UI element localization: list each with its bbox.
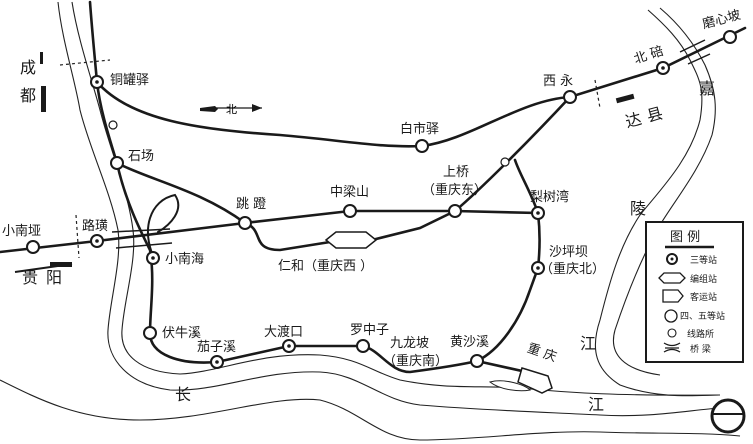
station-jiulongpo-alias: （重庆南）	[383, 353, 448, 369]
station-baishiyi: 白市驿	[400, 121, 439, 137]
station-xiyong: 西 永	[543, 74, 573, 89]
chengdu-label-1: 成	[20, 58, 36, 77]
station-dot	[536, 211, 540, 215]
minor-stations	[26, 30, 737, 368]
chongqing-passenger-station	[517, 367, 553, 394]
station-dot	[95, 80, 99, 84]
tunnel-icon	[710, 398, 746, 434]
renhe-marshalling-yard	[324, 231, 378, 249]
station-dot	[536, 266, 540, 270]
boundary-lines	[59, 59, 601, 259]
station-dot	[287, 344, 291, 348]
legend-passenger-icon	[662, 289, 684, 303]
legend-item-1: 编组站	[690, 273, 717, 285]
station-zhongliangshan: 中梁山	[330, 185, 369, 200]
station-xiaonanhai: 小南海	[165, 251, 204, 267]
north-label: 北	[226, 103, 237, 116]
legend: 图 例 三等站 编组站 客运站 四、五等站 线路所 桥 梁	[645, 221, 744, 363]
legend-item-4: 线路所	[687, 328, 714, 340]
station-tiaodeng: 跳 蹬	[236, 197, 266, 212]
station-dadukou: 大渡口	[264, 324, 303, 340]
station-lishuwan: 梨树湾	[530, 189, 569, 205]
station-dot	[215, 360, 219, 364]
legend-minor-station-icon	[664, 309, 678, 323]
station-dot	[95, 239, 99, 243]
station-chongqing: 重 庆	[525, 340, 559, 365]
legend-item-3: 四、五等站	[680, 310, 725, 322]
station-shichang: 石场	[128, 149, 154, 164]
station-shangqiao: 上桥	[443, 165, 469, 180]
station-qiezixi: 茄子溪	[197, 340, 236, 355]
third-class-stations	[90, 61, 670, 369]
changjiang-label-1: 长	[175, 385, 191, 404]
station-renhe: 仁和（重庆西 ）	[278, 258, 373, 274]
station-dot	[661, 66, 665, 70]
station-funiuxi: 伏牛溪	[162, 326, 201, 341]
bridges	[111, 39, 711, 249]
jialing-label-2: 陵	[630, 199, 646, 218]
station-shangqiao-alias: （重庆东）	[422, 182, 487, 198]
legend-item-5: 桥 梁	[690, 343, 711, 355]
jialing-river	[594, 7, 721, 397]
station-luhuang: 路璜	[82, 218, 108, 234]
island	[488, 380, 532, 392]
station-dot	[151, 256, 155, 260]
yangtze-river	[0, 1, 741, 441]
jialing-label-1: 嘉	[699, 79, 715, 98]
legend-marshalling-icon	[658, 272, 686, 284]
legend-item-0: 三等站	[690, 254, 717, 266]
jialing-label-3: 江	[580, 334, 596, 353]
chengdu-label-2: 都	[20, 86, 36, 105]
changjiang-label-2: 江	[588, 395, 604, 414]
guiyang-label: 贵阳	[22, 268, 70, 287]
legend-junction-icon	[667, 328, 677, 338]
station-shapingba-alias: （重庆北）	[540, 261, 605, 277]
daxian-label: 达县	[623, 102, 670, 132]
direction-markers	[14, 52, 635, 273]
station-shapingba: 沙坪坝	[549, 245, 588, 260]
legend-item-2: 客运站	[690, 291, 717, 303]
station-jiulongpo: 九龙坡	[390, 336, 429, 351]
station-luozhongzi: 罗中子	[350, 323, 389, 338]
legend-bridge-icon	[663, 342, 681, 353]
north-arrow-icon: 北	[200, 103, 262, 116]
station-tongguanyi: 铜罐驿	[110, 73, 149, 88]
station-huangshaxi: 黄沙溪	[450, 335, 489, 350]
station-xiaonanya: 小南垭	[2, 223, 41, 239]
station-moxinpo: 磨心坡	[701, 8, 743, 33]
legend-title: 图 例	[670, 230, 700, 245]
